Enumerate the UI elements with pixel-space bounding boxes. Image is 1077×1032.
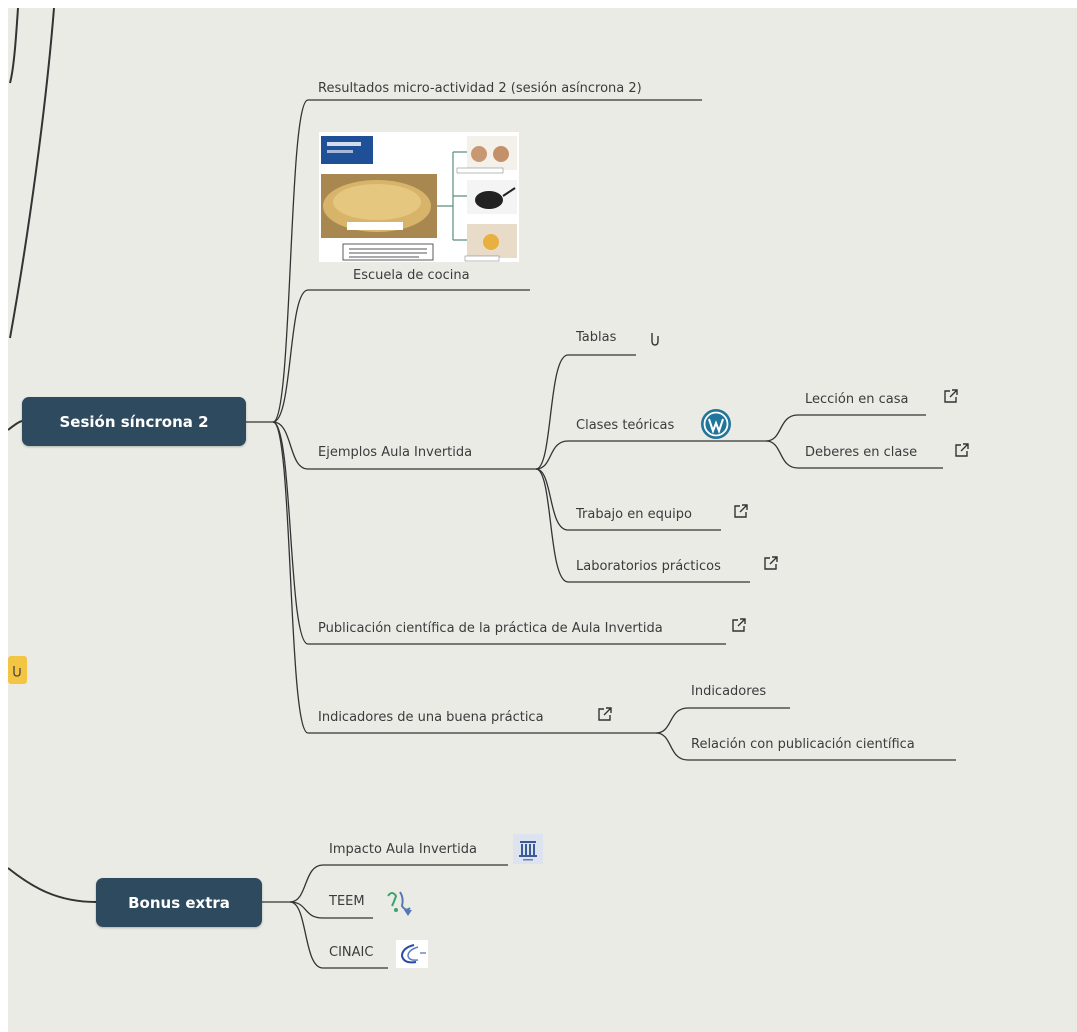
cinaic-logo[interactable] <box>396 940 428 968</box>
node-sesion-sincrona-2[interactable]: Sesión síncrona 2 <box>22 397 246 446</box>
node-bonus-extra[interactable]: Bonus extra <box>96 878 262 927</box>
external-link-icon[interactable] <box>943 388 959 404</box>
topic-deberes-clase[interactable]: Deberes en clase <box>805 445 918 460</box>
topic-cinaic[interactable]: CINAIC <box>329 945 374 960</box>
impact-logo[interactable] <box>513 834 543 864</box>
topic-trabajo-equipo[interactable]: Trabajo en equipo <box>576 507 692 522</box>
external-link-icon[interactable] <box>733 503 749 519</box>
topic-escuela-cocina[interactable]: Escuela de cocina <box>353 268 470 283</box>
recipe-diagram-image <box>319 132 519 262</box>
attachment-icon <box>13 666 21 677</box>
topic-teem[interactable]: TEEM <box>329 894 365 909</box>
topic-resultados[interactable]: Resultados micro-actividad 2 (sesión así… <box>318 81 642 96</box>
node-label: Sesión síncrona 2 <box>59 412 209 431</box>
topic-clases-teoricas[interactable]: Clases teóricas <box>576 418 675 433</box>
topic-leccion-casa[interactable]: Lección en casa <box>805 392 909 407</box>
topic-impacto[interactable]: Impacto Aula Invertida <box>329 842 477 857</box>
topic-indicadores-buena-practica[interactable]: Indicadores de una buena práctica <box>318 710 544 725</box>
topic-laboratorios[interactable]: Laboratorios prácticos <box>576 559 721 574</box>
topic-publicacion[interactable]: Publicación científica de la práctica de… <box>318 621 663 636</box>
connector-lines <box>8 8 956 969</box>
topic-relacion-publicacion[interactable]: Relación con publicación científica <box>691 737 915 752</box>
wordpress-logo[interactable] <box>700 408 732 440</box>
teem-logo[interactable] <box>382 886 416 918</box>
mindmap-canvas: Sesión síncrona 2 Bonus extra Resultados… <box>8 8 1077 1032</box>
attachment-icon[interactable] <box>648 331 662 347</box>
external-link-icon[interactable] <box>763 555 779 571</box>
collapsed-branch-badge[interactable] <box>8 656 27 684</box>
escuela-cocina-image[interactable] <box>319 132 519 262</box>
topic-tablas[interactable]: Tablas <box>576 330 617 345</box>
external-link-icon[interactable] <box>954 442 970 458</box>
external-link-icon[interactable] <box>731 617 747 633</box>
topic-indicadores[interactable]: Indicadores <box>691 684 767 699</box>
node-label: Bonus extra <box>128 893 230 912</box>
topic-ejemplos[interactable]: Ejemplos Aula Invertida <box>318 445 473 460</box>
external-link-icon[interactable] <box>597 706 613 722</box>
